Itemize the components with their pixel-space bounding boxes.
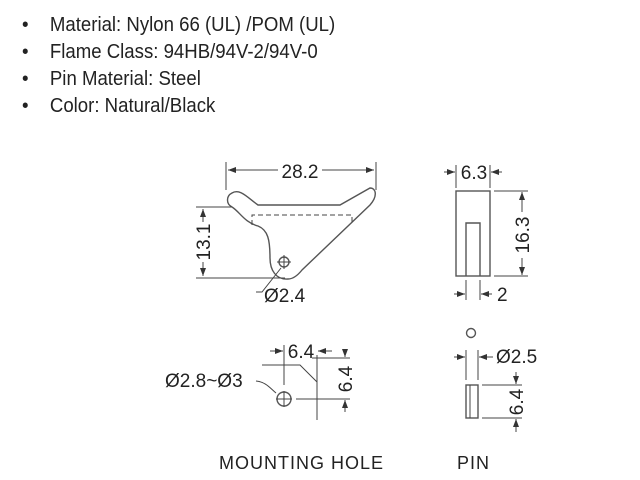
dim-pin-length: 6.4: [507, 388, 528, 415]
dim-side-height: 16.3: [513, 217, 534, 254]
dim-hole-y: 6.4: [336, 365, 357, 392]
dim-slot: 2: [497, 285, 508, 306]
front-view: 28.2 13.1 Ø2.4: [194, 162, 377, 307]
side-view: 6.3 16.3 2: [444, 163, 534, 306]
dim-hole-dia: Ø2.4: [264, 286, 306, 307]
spec-flame-class: •Flame Class: 94HB/94V-2/94V-0: [22, 41, 318, 63]
mounting-hole-title: MOUNTING HOLE: [219, 453, 384, 473]
dim-hole-x: 6.4: [288, 342, 315, 363]
dim-side-width: 6.3: [461, 163, 487, 184]
dim-width: 28.2: [282, 162, 319, 183]
hidden-edge: [251, 214, 353, 225]
spec-list: •Material: Nylon 66 (UL) /POM (UL) •Flam…: [22, 12, 359, 120]
part-outline: [226, 187, 376, 280]
pin-title: PIN: [457, 453, 490, 473]
pin-drawing: Ø2.5 6.4 PIN: [454, 327, 537, 473]
dim-height: 13.1: [194, 224, 215, 261]
spec-color: •Color: Natural/Black: [22, 95, 216, 117]
spec-material: •Material: Nylon 66 (UL) /POM (UL): [22, 14, 336, 36]
dim-pin-dia: Ø2.5: [496, 347, 537, 368]
dim-mount-dia: Ø2.8~Ø3: [165, 371, 243, 392]
spec-pin-material: •Pin Material: Steel: [22, 68, 201, 90]
mounting-hole-drawing: 6.4 6.4 Ø2.8~Ø3 MOUNTING HOLE: [165, 342, 384, 473]
